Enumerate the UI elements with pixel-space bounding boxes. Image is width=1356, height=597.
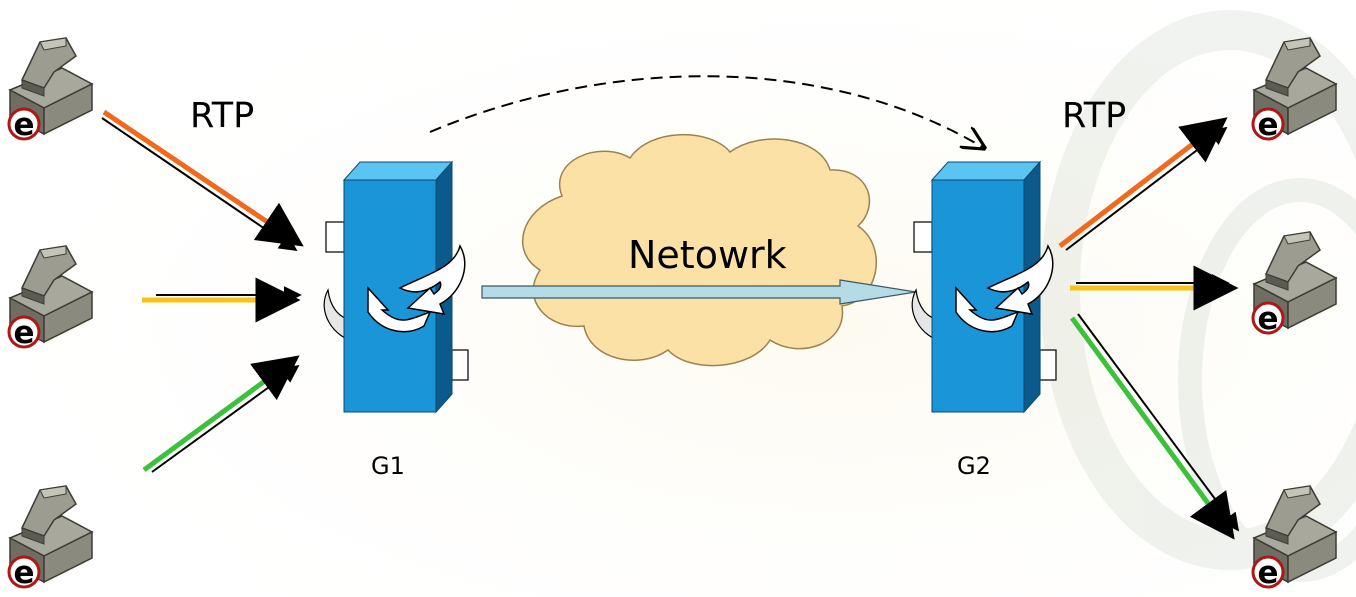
gateway-g2-arrow-out	[986, 244, 1054, 315]
rtp-stream-left-2	[142, 277, 302, 323]
gateway-g1-label: G1	[371, 452, 405, 480]
rtp-stream-right-3	[1069, 313, 1240, 540]
rtp-stream-right-1	[1058, 117, 1228, 251]
rtp-label-right: RTP	[1062, 96, 1126, 136]
rtp-stream-left-3	[142, 355, 300, 473]
rtp-stream-left-1	[101, 109, 304, 252]
signaling-arrow	[429, 75, 984, 148]
rtp-label-left: RTP	[190, 96, 254, 136]
gateway-g1-arrow-out	[398, 244, 466, 315]
network-label: Netowrk	[628, 233, 787, 277]
gateway-g2-label: G2	[957, 452, 991, 480]
rtp-stream-right-2	[1070, 265, 1239, 311]
gateway-g2-arrow-in	[955, 286, 1020, 333]
gateway-g1-arrow-in	[367, 286, 432, 333]
network-cloud	[522, 134, 878, 367]
gateway-g1	[323, 161, 469, 413]
gateway-g2	[911, 161, 1057, 413]
network-arrow	[481, 279, 917, 305]
